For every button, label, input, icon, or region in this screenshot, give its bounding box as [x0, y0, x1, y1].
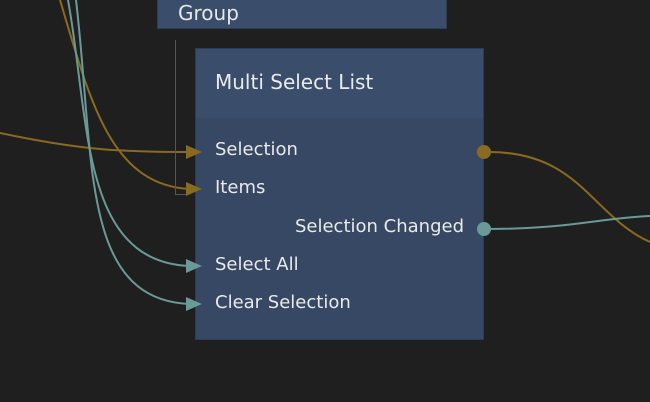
input-port-items[interactable]: Items [215, 177, 266, 198]
wire-selection-changed-out[interactable] [483, 215, 650, 230]
multi-select-list-node[interactable]: Multi Select List Selection Items Select… [195, 48, 484, 340]
node-title: Multi Select List [215, 70, 374, 94]
group-node[interactable]: Group [157, 0, 447, 29]
input-port-selection[interactable]: Selection [215, 139, 298, 160]
output-port-selection-changed[interactable]: Selection Changed [294, 216, 464, 237]
input-port-clear-selection[interactable]: Clear Selection [215, 292, 351, 313]
group-node-title: Group [178, 1, 239, 25]
wire-selection-in[interactable] [0, 132, 191, 153]
wire-select-all-in[interactable] [67, 0, 191, 267]
node-header[interactable] [196, 49, 483, 118]
wire-clear-selection-in[interactable] [75, 0, 191, 305]
group-bracket [175, 40, 186, 195]
input-port-select-all[interactable]: Select All [215, 254, 299, 275]
wire-items-in[interactable] [59, 0, 191, 190]
wire-selection-out[interactable] [483, 150, 650, 243]
